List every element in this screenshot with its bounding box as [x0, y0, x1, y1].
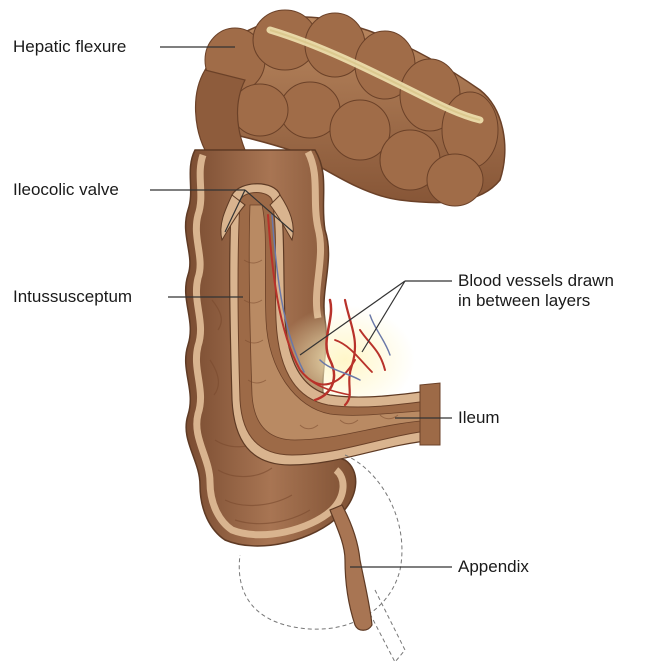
label-blood-vessels-line1: Blood vessels drawn — [458, 271, 614, 291]
label-appendix: Appendix — [458, 557, 529, 577]
label-ileocolic-valve: Ileocolic valve — [13, 180, 119, 200]
label-hepatic-flexure: Hepatic flexure — [13, 37, 126, 57]
hepatic-flexure-segment — [196, 70, 245, 150]
label-intussusceptum: Intussusceptum — [13, 287, 132, 307]
label-blood-vessels-line2: in between layers — [458, 291, 614, 311]
label-blood-vessels: Blood vessels drawn in between layers — [458, 271, 614, 311]
label-ileum: Ileum — [458, 408, 500, 428]
appendix — [330, 505, 372, 630]
